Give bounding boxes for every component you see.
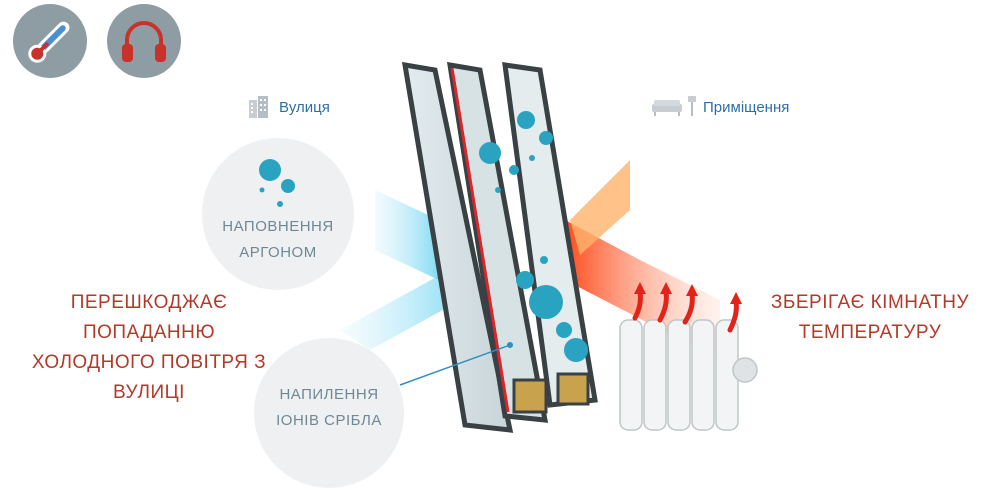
right-caption: ЗБЕРІГАЄ КІМНАТНУ ТЕМПЕРАТУРУ <box>760 288 980 348</box>
street-icon <box>246 94 272 125</box>
radiator <box>619 319 758 431</box>
window-illustration <box>340 61 758 433</box>
warm-air-flow-upper <box>570 160 630 255</box>
right-caption-line-2: ТЕМПЕРАТУРУ <box>798 322 942 343</box>
silver-bubble: НАПИЛЕННЯ ІОНІВ СРІБЛА <box>254 338 404 488</box>
argon-bubbles <box>479 111 588 362</box>
middle-pane <box>446 61 549 423</box>
thermometer-icon <box>28 21 70 63</box>
silver-line-2: ІОНІВ СРІБЛА <box>276 412 382 429</box>
left-caption-line-3: ХОЛОДНОГО ПОВІТРЯ З <box>31 352 267 373</box>
left-caption: ПЕРЕШКОДЖАЄ ПОПАДАННЮ ХОЛОДНОГО ПОВІТРЯ … <box>14 288 284 408</box>
street-label: Вулиця <box>279 99 330 116</box>
spacer-left <box>512 378 548 414</box>
spacer-right <box>556 372 590 406</box>
silver-pointer-line <box>399 344 511 386</box>
heat-arrows <box>632 289 739 333</box>
argon-bubble: НАПОВНЕННЯ АРГОНОМ <box>202 138 354 290</box>
sofa-icon <box>650 94 698 123</box>
left-caption-line-4: ВУЛИЦІ <box>113 382 185 403</box>
left-caption-line-2: ПОПАДАННЮ <box>82 322 216 343</box>
outer-pane <box>401 61 514 433</box>
thermometer-button[interactable] <box>13 4 87 78</box>
silver-line-1: НАПИЛЕННЯ <box>279 386 379 403</box>
cold-air-flow-lower <box>340 275 470 350</box>
argon-drops-icon <box>259 159 295 207</box>
left-caption-line-1: ПЕРЕШКОДЖАЄ <box>70 292 228 313</box>
headphones-icon <box>122 21 166 62</box>
silver-coating-line <box>450 67 510 413</box>
argon-line-2: АРГОНОМ <box>239 244 317 261</box>
room-label: Приміщення <box>703 99 790 116</box>
headphones-button[interactable] <box>107 4 181 78</box>
right-caption-line-1: ЗБЕРІГАЄ КІМНАТНУ <box>770 292 970 313</box>
argon-line-1: НАПОВНЕННЯ <box>222 218 334 235</box>
